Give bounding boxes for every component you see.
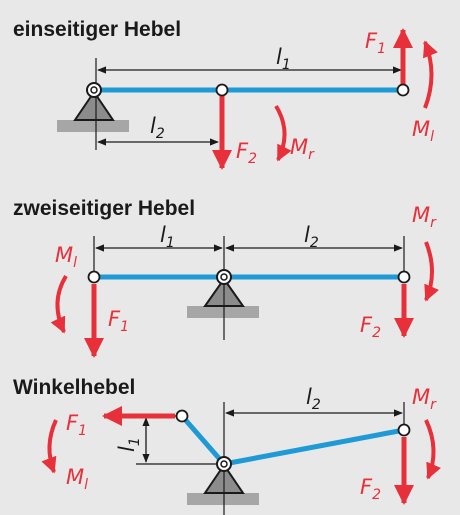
one-sided-title: einseitiger Hebel xyxy=(13,18,181,41)
ground-plate xyxy=(57,120,129,132)
pivot-support xyxy=(73,90,115,121)
moment-mr-arrow xyxy=(424,419,442,480)
label-ml: Ml xyxy=(66,465,88,493)
lever-arm-short xyxy=(180,414,226,466)
end-point xyxy=(397,270,411,284)
pivot-joint xyxy=(216,269,232,285)
label-f1: F1 xyxy=(365,29,386,57)
pivot-pin xyxy=(220,273,228,281)
two-sided-title: zweiseitiger Hebel xyxy=(13,197,195,220)
label-mr: Mr xyxy=(290,135,315,163)
label-l1: l1 xyxy=(115,437,143,452)
moment-ml-arrow xyxy=(423,40,438,109)
pivot-joint xyxy=(86,82,102,98)
section-angle-lever: Winkelhebel l2 l1 F1 Ml F2 Mr xyxy=(13,376,442,515)
pivot-joint xyxy=(216,456,232,472)
angle-lever-title: Winkelhebel xyxy=(13,376,135,399)
label-ml: Ml xyxy=(412,117,434,145)
end-point xyxy=(396,83,410,97)
label-ml: Ml xyxy=(55,243,77,271)
ground-plate xyxy=(187,493,259,505)
moment-mr-arrow xyxy=(424,241,440,302)
label-l2: l2 xyxy=(304,223,319,251)
section-one-sided-lever: einseitiger Hebel l1 l2 F1 Ml F2 Mr xyxy=(13,18,438,170)
end-point xyxy=(175,409,189,423)
section-two-sided-lever: zweiseitiger Hebel l1 l2 F1 Ml F2 Mr xyxy=(13,197,440,358)
moment-ml-arrow xyxy=(41,419,58,474)
label-f2: F2 xyxy=(360,313,381,341)
pivot-pin xyxy=(220,460,228,468)
label-f1: F1 xyxy=(108,307,129,335)
moment-mr-arrow xyxy=(274,104,292,162)
lever-arm-long xyxy=(223,427,405,467)
label-f2: F2 xyxy=(360,475,381,503)
label-mr: Mr xyxy=(412,385,437,413)
end-point xyxy=(397,423,411,437)
label-l2: l2 xyxy=(306,385,321,413)
label-f1: F1 xyxy=(66,411,87,439)
pivot-pin xyxy=(90,86,98,94)
label-mr: Mr xyxy=(412,203,437,231)
label-f2: F2 xyxy=(236,139,257,167)
ground-plate xyxy=(187,306,259,318)
label-l2: l2 xyxy=(150,114,165,142)
label-l1: l1 xyxy=(160,223,175,251)
moment-ml-arrow xyxy=(50,274,68,334)
end-point xyxy=(87,270,101,284)
load-point xyxy=(215,83,229,97)
label-l1: l1 xyxy=(276,45,291,73)
